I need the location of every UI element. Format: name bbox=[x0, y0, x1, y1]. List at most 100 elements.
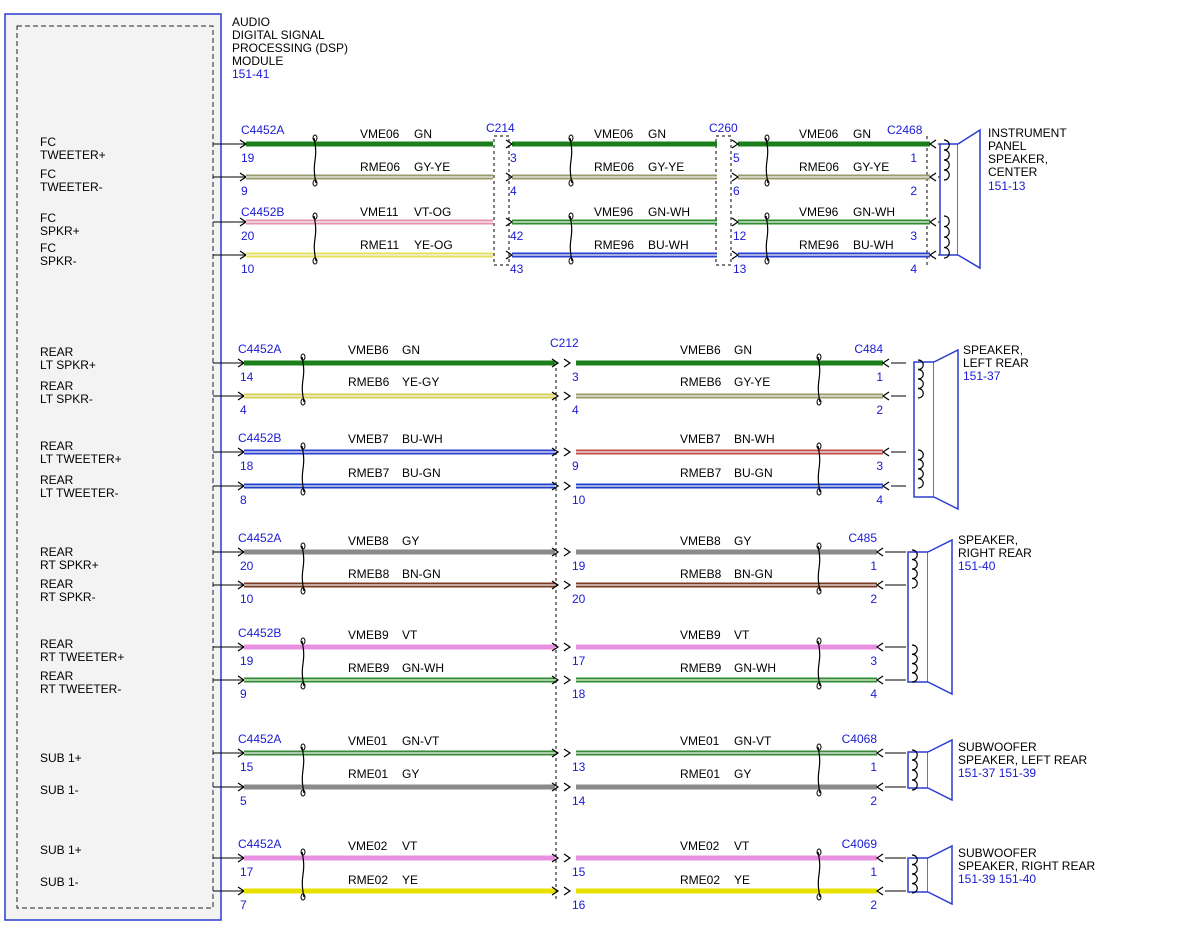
speaker-label: INSTRUMENT bbox=[988, 126, 1067, 140]
circuit-id: RME96 bbox=[799, 238, 839, 252]
inline-connector-arrow bbox=[563, 886, 572, 896]
pin-number: 19 bbox=[241, 151, 255, 165]
pin-number: 1 bbox=[870, 760, 877, 774]
twist-end bbox=[312, 134, 318, 142]
wire-color-code: VT bbox=[402, 628, 418, 642]
connector-arrow bbox=[875, 886, 884, 896]
circuit-id: VMEB8 bbox=[680, 534, 721, 548]
twisted-pair-marker bbox=[301, 445, 305, 493]
pin-number: 10 bbox=[241, 262, 255, 276]
left-subwoofer-magnet bbox=[907, 751, 929, 789]
connector-label: C2468 bbox=[887, 123, 923, 137]
right-rear-speaker-cone bbox=[927, 538, 953, 696]
pin-number: 5 bbox=[733, 151, 740, 165]
wire-color-code: GY-YE bbox=[853, 160, 889, 174]
connector-arrow bbox=[731, 172, 740, 182]
speaker-coil bbox=[911, 644, 918, 683]
wire-color-code: GN-WH bbox=[648, 205, 690, 219]
circuit-id: VMEB9 bbox=[680, 628, 721, 642]
inline-connector-frame bbox=[493, 135, 510, 266]
twist-end bbox=[312, 257, 318, 265]
twisted-pair-marker bbox=[301, 640, 305, 687]
connector-arrow bbox=[731, 217, 740, 227]
speaker-coil bbox=[911, 854, 918, 894]
inline-connector-arrow bbox=[563, 782, 572, 792]
twist-end bbox=[816, 587, 822, 595]
inline-connector-arrow bbox=[551, 853, 560, 863]
wire-color-code: GN-WH bbox=[734, 661, 776, 675]
speaker-label: SPEAKER, bbox=[958, 533, 1018, 547]
left-subwoofer-cone bbox=[927, 738, 953, 802]
connector-label: C4452A bbox=[238, 732, 281, 746]
speaker-label: PANEL bbox=[988, 139, 1027, 153]
pin-number: 5 bbox=[240, 794, 247, 808]
circuit-id: VME06 bbox=[594, 127, 634, 141]
wire-color-code: GN bbox=[648, 127, 666, 141]
connector-arrow bbox=[505, 250, 514, 260]
pin-number: 1 bbox=[910, 151, 917, 165]
speaker-ref: 151-37 bbox=[963, 369, 1001, 383]
speaker-coil bbox=[911, 749, 918, 791]
module-pin-label: FC bbox=[40, 211, 56, 225]
module-pin-label: REAR bbox=[40, 637, 74, 651]
wire-color-code: VT bbox=[734, 839, 750, 853]
pin-number: 9 bbox=[241, 184, 248, 198]
twist-end bbox=[300, 587, 306, 595]
circuit-id: RME06 bbox=[360, 160, 400, 174]
connector-arrow bbox=[731, 139, 740, 149]
inline-connector-arrow bbox=[563, 481, 572, 491]
module-title: DIGITAL SIGNAL bbox=[232, 28, 325, 42]
twist-end bbox=[312, 212, 318, 220]
twist-end bbox=[816, 893, 822, 901]
twisted-pair-marker bbox=[313, 137, 317, 184]
connector-label: C260 bbox=[709, 121, 738, 135]
twisted-pair-marker bbox=[301, 746, 305, 794]
wire-color-code: GN bbox=[402, 343, 420, 357]
twist-end bbox=[764, 257, 770, 265]
pin-number: 3 bbox=[870, 654, 877, 668]
circuit-id: VME02 bbox=[348, 839, 388, 853]
speaker-label: SPEAKER, LEFT REAR bbox=[958, 753, 1087, 767]
pin-number: 3 bbox=[876, 459, 883, 473]
module-pin-label: RT SPKR+ bbox=[40, 558, 99, 572]
circuit-id: RME11 bbox=[360, 238, 399, 252]
pin-number: 14 bbox=[240, 370, 254, 384]
twist-end bbox=[568, 179, 574, 187]
speaker-label: SPEAKER, RIGHT REAR bbox=[958, 859, 1095, 873]
inline-connector-arrow bbox=[563, 642, 572, 652]
circuit-id: RMEB6 bbox=[348, 375, 390, 389]
pin-number: 20 bbox=[240, 559, 254, 573]
wire-color-code: VT bbox=[734, 628, 750, 642]
module-pin-label: TWEETER- bbox=[40, 180, 103, 194]
wire-color-code: YE bbox=[734, 873, 750, 887]
twist-end bbox=[300, 893, 306, 901]
connector-arrow bbox=[875, 853, 884, 863]
module-pin-label: SUB 1+ bbox=[40, 843, 82, 857]
circuit-id: RMEB9 bbox=[348, 661, 390, 675]
connector-arrow bbox=[928, 139, 937, 149]
connector-label: C4452A bbox=[238, 837, 281, 851]
pin-number: 13 bbox=[733, 262, 747, 276]
pin-number: 12 bbox=[733, 229, 747, 243]
twist-end bbox=[816, 542, 822, 550]
inline-connector-frame bbox=[715, 135, 732, 266]
wire-color-code: YE bbox=[402, 873, 418, 887]
dsp-module-inner-dashed bbox=[16, 25, 214, 909]
pin-number: 15 bbox=[240, 760, 254, 774]
module-pin-label: SUB 1- bbox=[40, 875, 79, 889]
speaker-coil bbox=[917, 449, 924, 489]
module-pin-label: REAR bbox=[40, 577, 74, 591]
left-rear-speaker-cone bbox=[933, 348, 959, 511]
pin-number: 43 bbox=[510, 262, 524, 276]
circuit-id: RME02 bbox=[680, 873, 720, 887]
twist-end bbox=[816, 442, 822, 450]
connector-label: C4452A bbox=[241, 123, 284, 137]
wire-color-code: GN bbox=[414, 127, 432, 141]
wire-color-code: YE-GY bbox=[402, 375, 439, 389]
twist-end bbox=[300, 488, 306, 496]
connector-arrow bbox=[875, 675, 884, 685]
connector-arrow bbox=[928, 250, 937, 260]
circuit-id: RME06 bbox=[594, 160, 634, 174]
pin-number: 15 bbox=[572, 865, 586, 879]
right-subwoofer-magnet bbox=[907, 857, 929, 893]
